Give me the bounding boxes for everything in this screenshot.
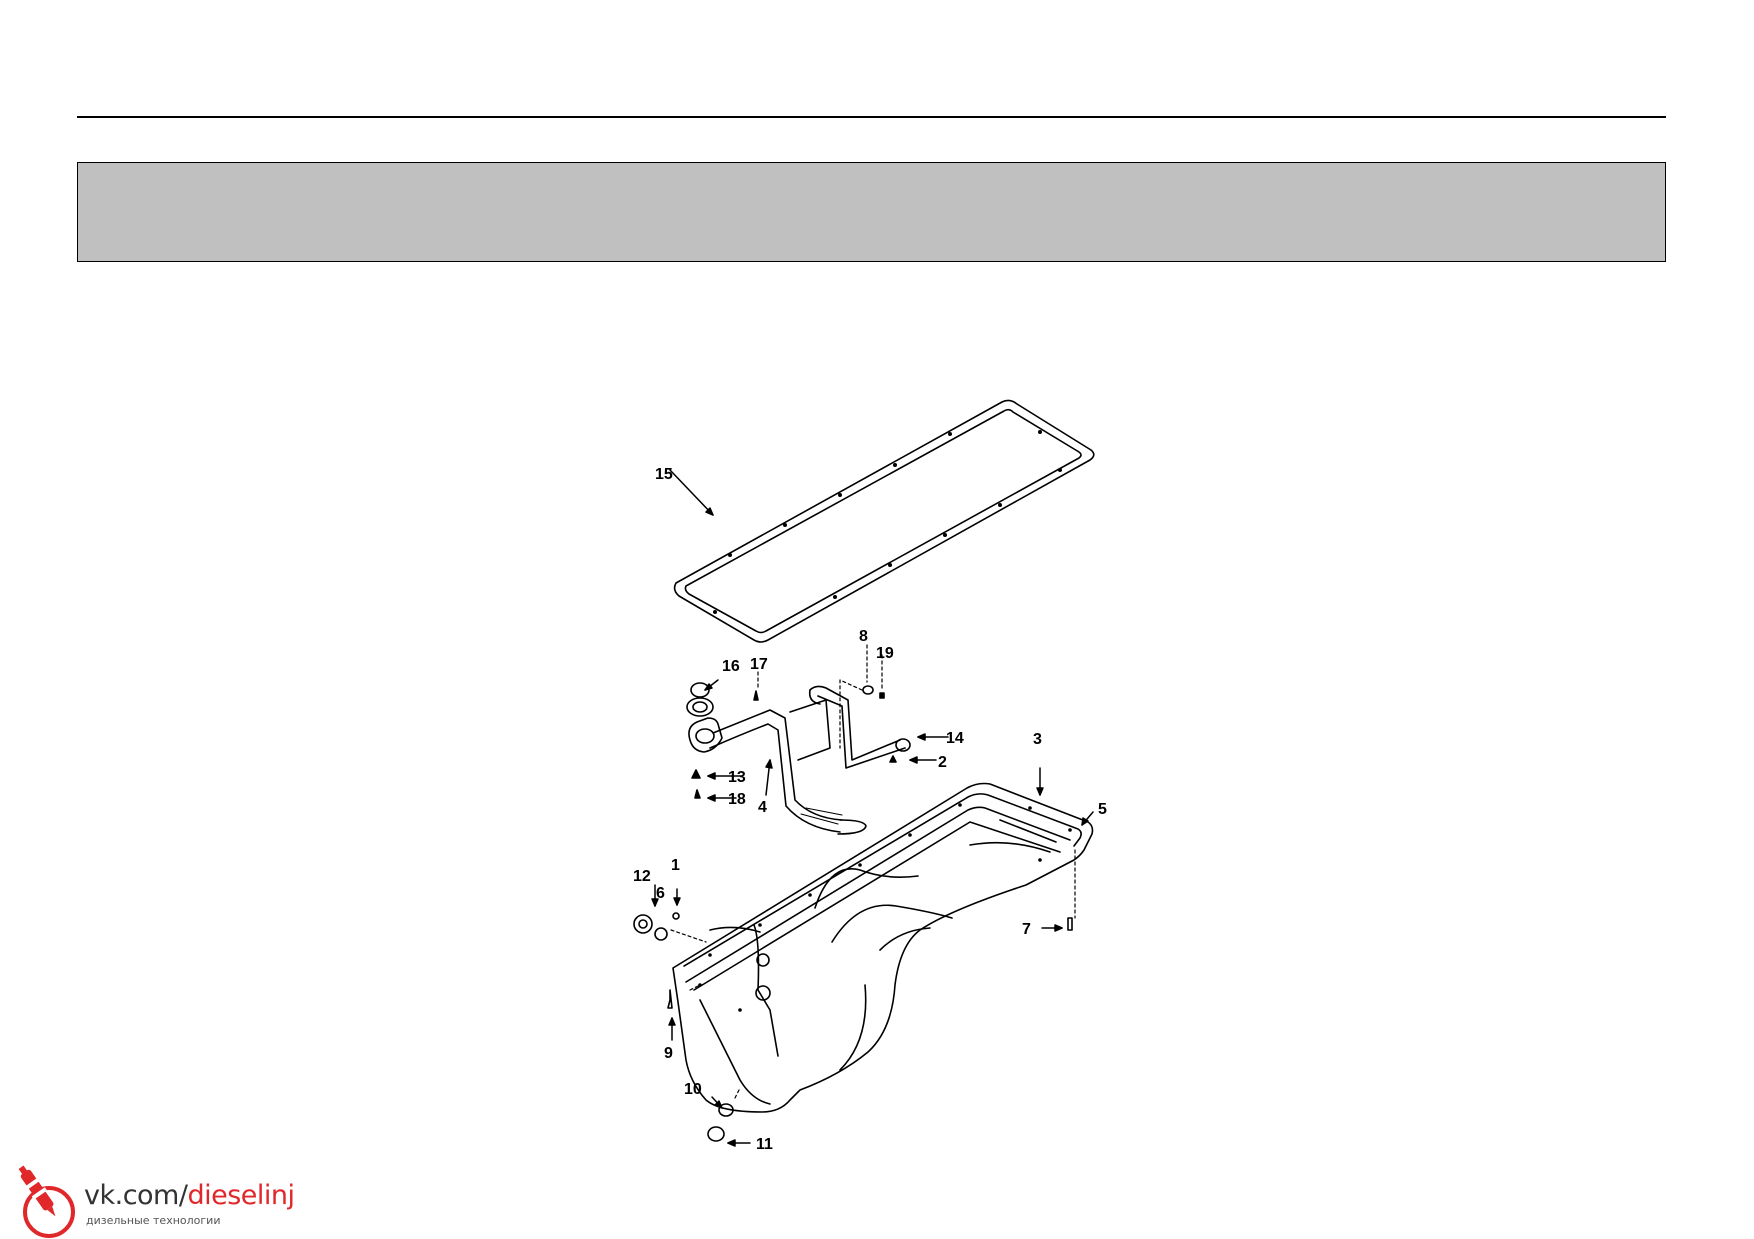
bolt-13: [691, 769, 701, 779]
bolt-1: [672, 912, 680, 920]
callout-9: 9: [664, 1045, 673, 1062]
leader-lines: [651, 469, 1094, 1147]
callout-2: 2: [938, 754, 947, 771]
callout-10: 10: [684, 1081, 702, 1098]
screw-18: [694, 789, 701, 799]
callout-11: 11: [756, 1136, 773, 1153]
washer-10: [718, 1103, 734, 1117]
drain-plug-11: [707, 1126, 725, 1142]
callout-8: 8: [859, 628, 868, 645]
bolt-9: [667, 989, 673, 1009]
callout-6: 6: [656, 885, 665, 902]
callout-15: 15: [655, 466, 673, 483]
callout-17: 17: [750, 656, 768, 673]
bolt-19: [879, 692, 885, 699]
watermark-site: vk.com/dieselinj: [84, 1180, 295, 1211]
bolt-2: [889, 755, 897, 763]
callout-labels: 15 3 5 12 1 6 7 9 10 11 16 17 8 19 14 2 …: [633, 466, 1107, 1153]
callout-12: 12: [633, 868, 651, 885]
washer-8: [862, 685, 874, 695]
top-rule: [77, 116, 1666, 118]
oil-pan-gasket: [673, 399, 1095, 643]
plug-12: [633, 914, 653, 934]
o-ring-16: [690, 682, 710, 698]
callout-7: 7: [1022, 921, 1031, 938]
washer-6: [654, 927, 668, 941]
oil-suction-tube: [686, 689, 867, 835]
bolt-17: [753, 690, 759, 701]
callout-19: 19: [876, 645, 894, 662]
callout-18: 18: [728, 791, 746, 808]
watermark: vk.com/dieselinj дизельные технологии: [14, 1160, 334, 1239]
callout-4: 4: [758, 799, 767, 816]
callout-16: 16: [722, 658, 740, 675]
header-band: [77, 162, 1666, 262]
dashed-leaders: [670, 644, 1076, 1099]
bolt-7: [1067, 917, 1073, 931]
callout-14: 14: [946, 730, 964, 747]
callout-13: 13: [728, 769, 746, 786]
oil-pan: [672, 782, 1094, 1113]
gasket-bolt-holes: [713, 430, 1062, 614]
hardware-parts: [633, 682, 1073, 1142]
callout-3: 3: [1033, 731, 1042, 748]
suction-tube-bracket: [809, 685, 911, 769]
watermark-subtitle: дизельные технологии: [86, 1214, 221, 1227]
oil-pan-flange-bolt-holes: [698, 803, 1072, 1012]
callout-1: 1: [671, 857, 680, 874]
callout-5: 5: [1098, 801, 1107, 818]
fuel-injector-logo: [18, 1165, 75, 1238]
